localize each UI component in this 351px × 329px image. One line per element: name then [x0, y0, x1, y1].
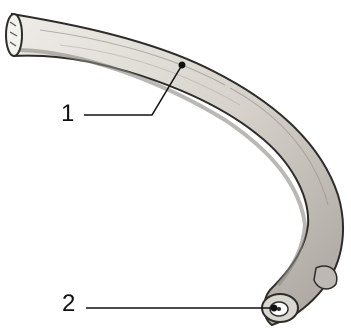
callout-label-2: 2 — [62, 292, 75, 316]
callout-label-1: 1 — [61, 102, 74, 126]
rib-left-cut-end — [6, 14, 22, 56]
rib-tubercle — [314, 266, 337, 289]
rib-bone-shape — [12, 14, 343, 325]
rib-bottom-facet-center — [277, 307, 281, 311]
rib-inner-shadow — [20, 50, 305, 285]
